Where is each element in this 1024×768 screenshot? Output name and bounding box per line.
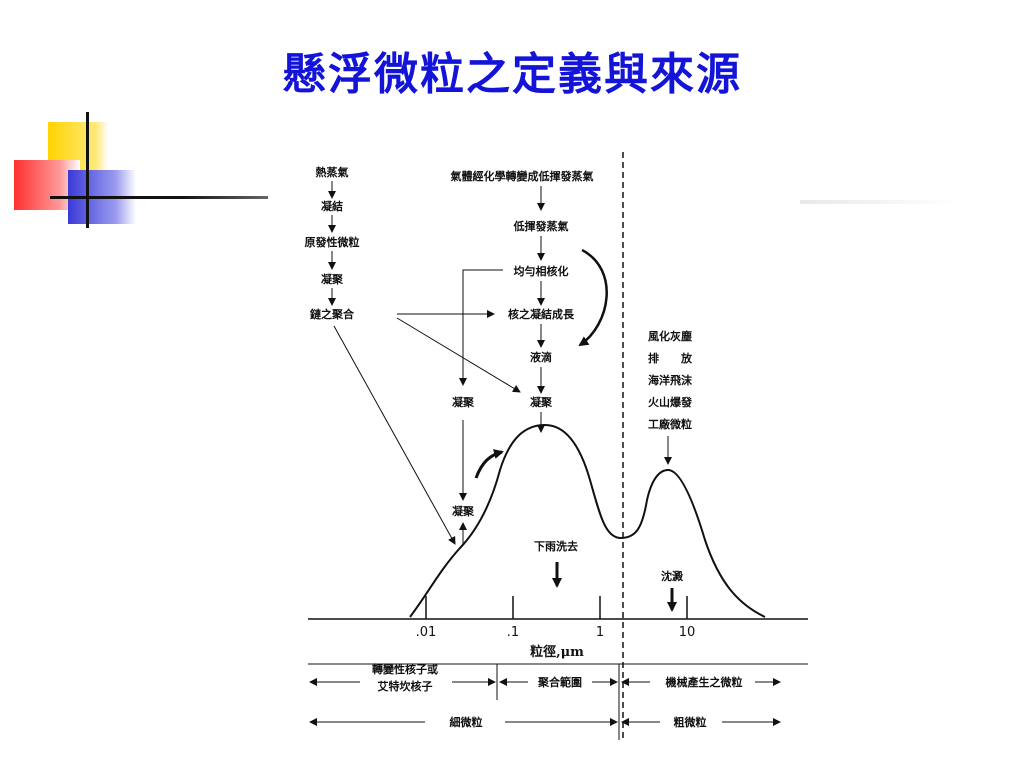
range-label-coarse: 粗微粒 <box>674 715 707 729</box>
range-label-nuclei-2: 艾特坎核子 <box>378 679 433 693</box>
range-label-accumulation: 聚合範圍 <box>537 675 582 689</box>
center-chain-coagulation: 凝聚 <box>530 395 553 409</box>
coarse-source-volcano: 火山爆發 <box>648 395 693 409</box>
center-chain-gas-conversion: 氣體經化學轉變成低揮發蒸氣 <box>451 169 594 183</box>
left-chain-primary-particles: 原發性微粒 <box>305 235 360 249</box>
center-chain-droplets: 液滴 <box>530 350 552 364</box>
coarse-source-weathered-dust: 風化灰塵 <box>648 329 692 343</box>
right-faded-line <box>800 200 960 204</box>
tick-label: .1 <box>507 625 519 640</box>
center-chain-homogeneous-nucleation: 均勻相核化 <box>514 264 569 278</box>
coarse-source-sea-spray: 海洋飛沫 <box>648 373 693 387</box>
range-label-nuclei-1: 轉變性核子或 <box>372 662 438 676</box>
logo-decoration <box>0 0 268 240</box>
flow-arrow <box>396 317 521 393</box>
left-chain-hot-vapor: 熱蒸氣 <box>316 165 349 179</box>
left-chain-condensation: 凝結 <box>321 199 343 213</box>
left-chain-chain-aggregates: 鏈之聚合 <box>310 307 355 321</box>
sedimentation-label: 沈澱 <box>661 569 684 583</box>
range-label-mechanical: 機械產生之微粒 <box>666 675 743 689</box>
size-distribution-curve <box>409 423 766 618</box>
coarse-source-factory: 工廠微粒 <box>648 417 692 431</box>
branch-line <box>459 269 503 386</box>
range-label-fine: 細微粒 <box>450 715 483 729</box>
center-chain-low-volatility-vapor: 低揮發蒸氣 <box>513 219 569 233</box>
center-chain-nuclei-growth: 核之凝結成長 <box>508 307 575 321</box>
page-title: 懸浮微粒之定義與來源 <box>282 49 742 100</box>
vertical-line <box>86 112 89 228</box>
tick-label: 10 <box>679 625 696 640</box>
rain-removal-label: 下雨洗去 <box>534 539 578 553</box>
left-chain-coagulation: 凝聚 <box>321 272 344 286</box>
curved-flow-arrow <box>474 449 504 479</box>
curved-flow-arrow <box>578 248 608 347</box>
mid-coagulation-label: 凝聚 <box>452 395 475 409</box>
lower-coagulation-label: 凝聚 <box>452 504 475 518</box>
flow-arrow <box>333 325 456 545</box>
coarse-source-emission: 排 放 <box>648 351 693 365</box>
x-axis-label: 粒徑,μm <box>530 644 584 660</box>
tick-label: .01 <box>416 625 437 640</box>
tick-label: 1 <box>596 625 604 640</box>
horizontal-line <box>50 196 268 199</box>
